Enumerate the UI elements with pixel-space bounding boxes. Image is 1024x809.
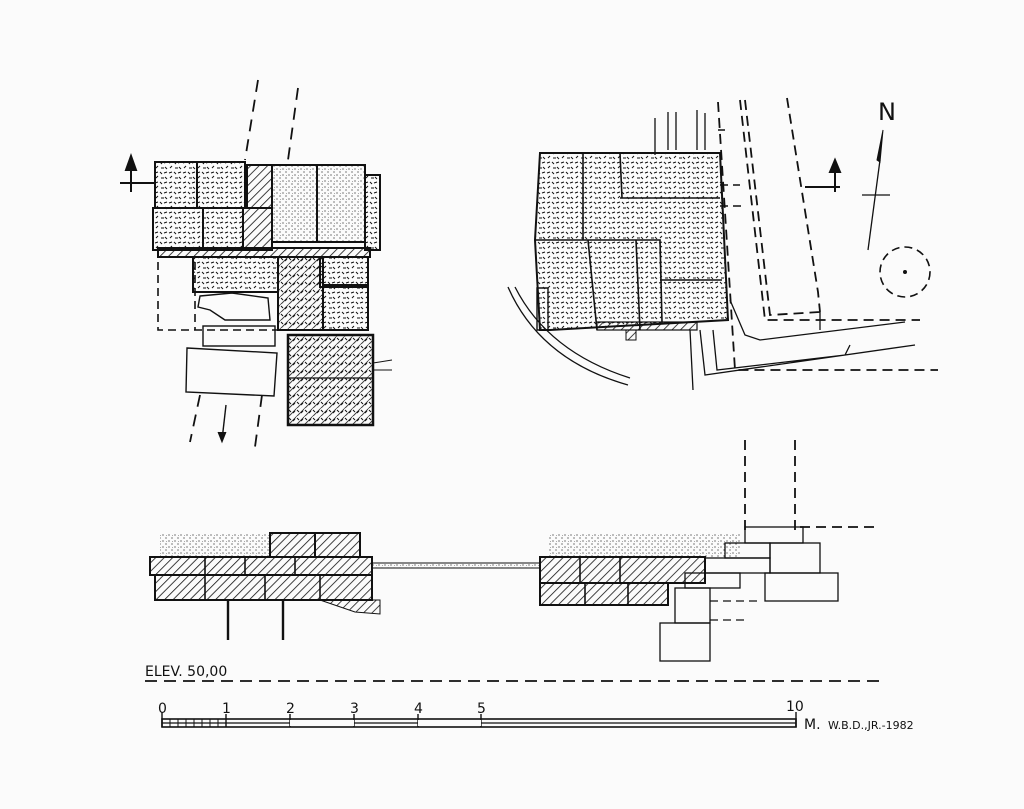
scale-tick-2: 2 — [286, 701, 295, 717]
section-arrow-up-icon — [120, 153, 155, 192]
section-arrow-up-icon — [805, 157, 842, 192]
north-label: N — [878, 98, 896, 126]
scale-tick-0: 0 — [158, 701, 167, 717]
section-arrow-down-icon — [217, 404, 227, 444]
right-plan — [507, 97, 938, 391]
scale-tick-3: 3 — [350, 701, 359, 717]
column-circle — [879, 246, 931, 298]
drafter-credit: W.B.D.,JR.-1982 — [828, 719, 914, 732]
scale-tick-5: 5 — [477, 701, 486, 717]
scale-tick-1: 1 — [222, 701, 231, 717]
elevation-label: ELEV. 50,00 — [145, 664, 227, 680]
left-plan — [120, 79, 393, 448]
scale-unit: M. — [804, 717, 821, 733]
scale-bar — [161, 712, 797, 728]
scale-tick-4: 4 — [414, 701, 423, 717]
scale-tick-10: 10 — [786, 699, 804, 715]
scale-tick-labels: 0 1 2 3 4 5 10 — [158, 699, 804, 717]
north-arrow-icon — [862, 129, 890, 251]
elevation — [149, 440, 880, 662]
